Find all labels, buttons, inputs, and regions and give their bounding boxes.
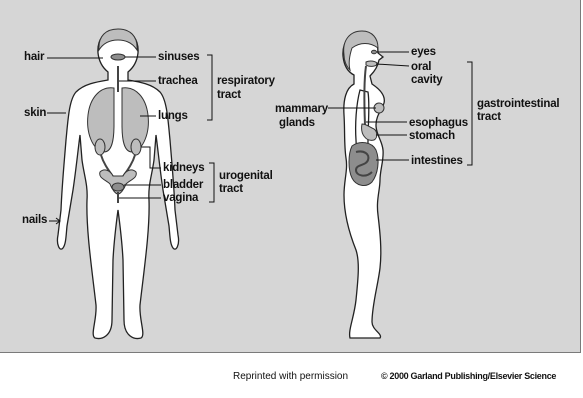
- label-nails: nails: [22, 214, 47, 226]
- bracket-gastrointestinal: [467, 62, 472, 165]
- label-kidneys: kidneys: [163, 162, 204, 174]
- label-sinuses: sinuses: [158, 51, 199, 63]
- side-labels: eyes oral cavity mammary glands esophagu…: [275, 46, 559, 167]
- bracket-urogenital: [209, 163, 214, 202]
- front-sinuses-shape: [111, 54, 125, 60]
- label-hair: hair: [24, 51, 45, 63]
- label-mammary-1: mammary: [275, 103, 329, 115]
- label-stomach: stomach: [409, 130, 455, 142]
- copyright-text: © 2000 Garland Publishing/Elsevier Scien…: [381, 371, 556, 381]
- label-respiratory-tract-1: respiratory: [217, 75, 276, 87]
- label-trachea: trachea: [158, 75, 198, 87]
- front-left-kidney-shape: [95, 139, 105, 155]
- label-bladder: bladder: [163, 179, 204, 191]
- label-eyes: eyes: [411, 46, 436, 58]
- label-respiratory-tract-2: tract: [217, 89, 241, 101]
- label-skin: skin: [24, 107, 46, 119]
- label-oral-1: oral: [411, 61, 431, 73]
- label-mammary-2: glands: [279, 117, 315, 129]
- side-body-figure: [343, 31, 384, 338]
- label-esophagus: esophagus: [409, 117, 468, 129]
- side-eye-shape: [372, 50, 377, 54]
- label-urogenital-tract-2: tract: [219, 183, 243, 195]
- label-gi-tract-2: tract: [477, 111, 501, 123]
- label-urogenital-tract-1: urogenital: [219, 170, 273, 182]
- front-right-kidney-shape: [131, 139, 141, 155]
- label-vagina: vagina: [163, 192, 199, 204]
- credit-text: Reprinted with permission: [233, 371, 348, 382]
- leader-oral-cavity: [376, 64, 409, 66]
- leader-nails: [49, 218, 60, 224]
- front-bladder-shape: [112, 183, 124, 191]
- label-oral-2: cavity: [411, 74, 443, 86]
- bracket-respiratory: [207, 55, 212, 120]
- label-gi-tract-1: gastrointestinal: [477, 98, 559, 110]
- label-intestines: intestines: [411, 155, 463, 167]
- label-lungs: lungs: [158, 110, 188, 122]
